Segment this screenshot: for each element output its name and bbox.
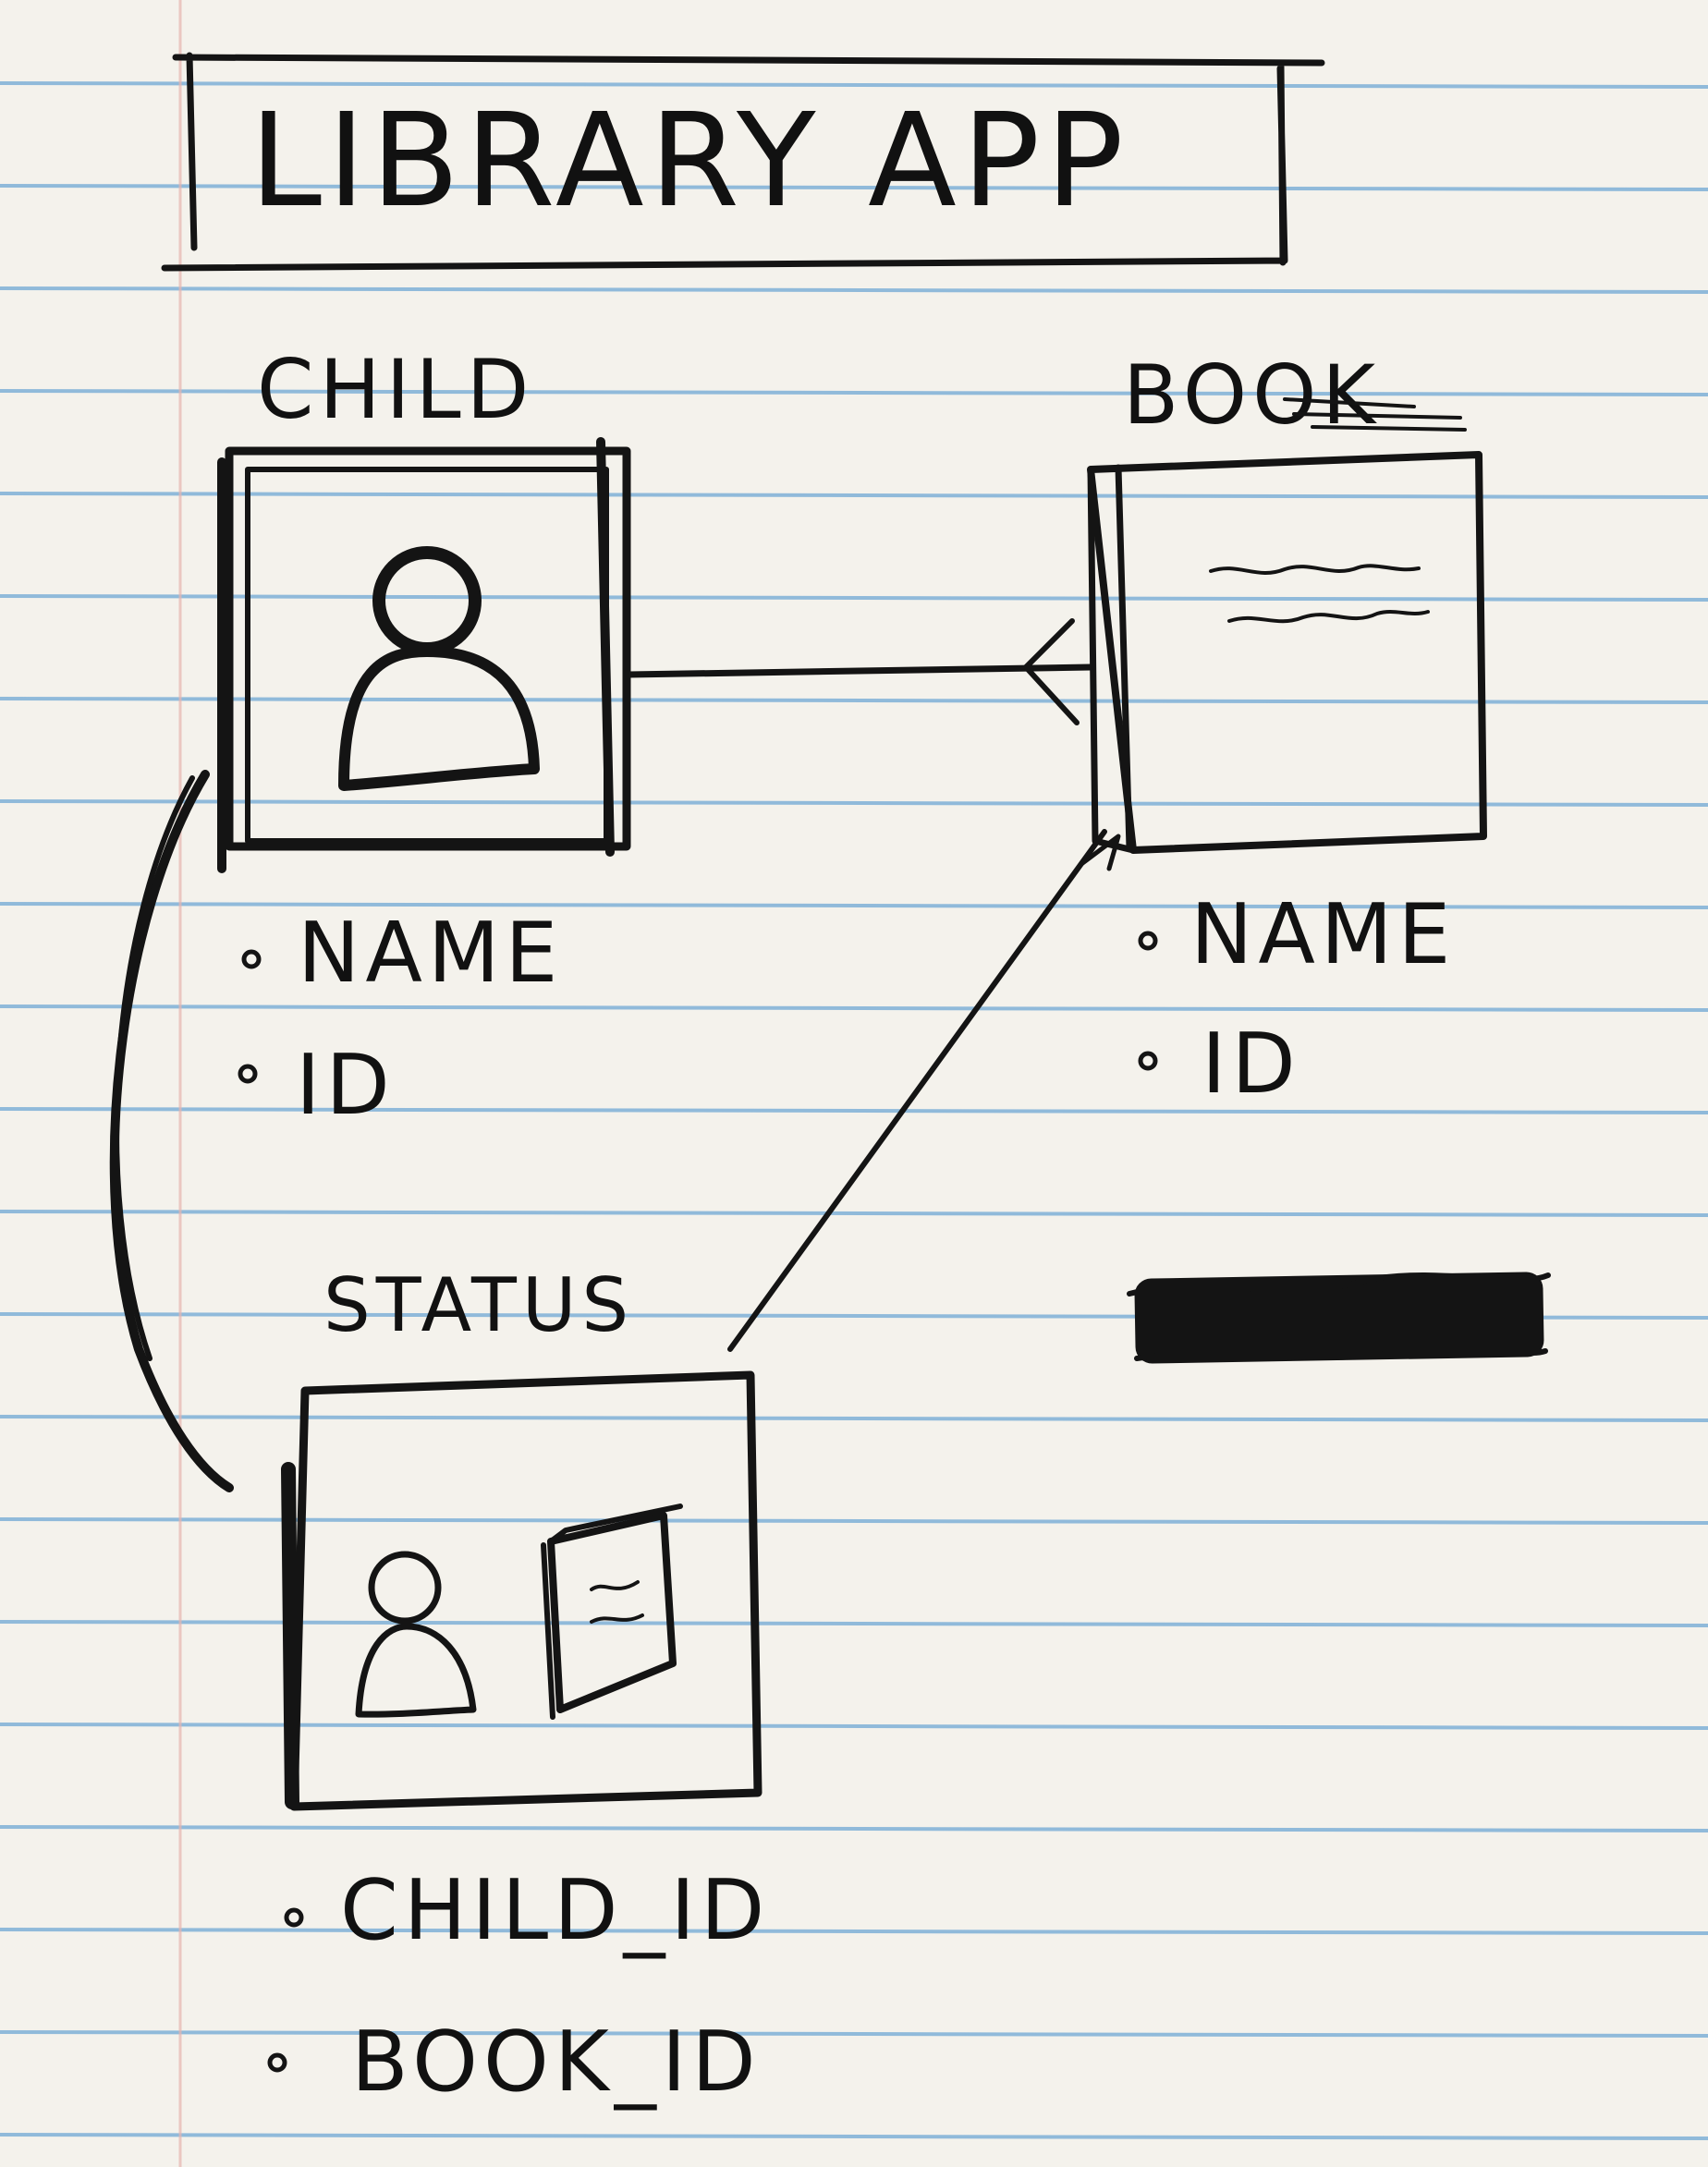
child-fields: NAME ID (238, 905, 563, 1134)
book-field-id: ID (1202, 1016, 1301, 1113)
book-entity: BOOK NAME ID (1087, 347, 1487, 1113)
rule-line (0, 81, 1708, 89)
rule-line (0, 2133, 1708, 2140)
status-label: STATUS (323, 1262, 634, 1348)
rule-line (0, 1107, 1708, 1114)
status-field-book-id: BOOK_ID (351, 2014, 762, 2111)
rule-line (0, 697, 1708, 704)
bullet-icon (241, 949, 262, 969)
rule-line (0, 1415, 1708, 1422)
redacted-scribble (1127, 1272, 1551, 1364)
status-field-child-id: CHILD_ID (340, 1862, 770, 1959)
child-field-id: ID (296, 1037, 396, 1134)
rule-line (0, 1825, 1708, 1832)
book-card (1087, 451, 1487, 854)
status-entity: STATUS CHILD_ID BOOK_ID (267, 1262, 770, 2111)
title-box: LIBRARY APP (161, 52, 1325, 272)
rule-line (0, 2030, 1708, 2038)
rule-line (0, 286, 1708, 294)
rule-line (0, 1723, 1708, 1730)
rule-line (0, 1004, 1708, 1012)
rule-line (0, 492, 1708, 499)
rule-line (0, 594, 1708, 602)
app-title: LIBRARY APP (250, 86, 1129, 237)
rule-line (0, 1620, 1708, 1627)
child-field-name: NAME (298, 905, 563, 1002)
rule-line (0, 902, 1708, 909)
rule-line (0, 389, 1708, 396)
bullet-icon (284, 1907, 304, 1928)
rule-line (0, 1928, 1708, 1935)
status-fields: CHILD_ID BOOK_ID (267, 1862, 770, 2111)
status-card (281, 1370, 762, 1811)
book-text-lines-icon (1209, 564, 1430, 624)
person-icon (355, 1551, 477, 1718)
relationship-status-child (109, 770, 234, 1492)
child-card (217, 437, 631, 873)
book-field-name: NAME (1190, 886, 1456, 983)
child-entity: CHILD NAME ID (217, 342, 631, 1134)
bullet-icon (267, 2052, 287, 2073)
bullet-icon (1138, 931, 1158, 951)
bullet-icon (238, 1064, 258, 1084)
book-icon (541, 1504, 683, 1720)
rule-line (0, 799, 1708, 807)
relationship-status-book (727, 829, 1121, 1352)
child-label: CHILD (257, 342, 534, 437)
relationship-book-child (625, 618, 1094, 725)
book-fields: NAME ID (1138, 886, 1456, 1113)
person-icon (338, 546, 540, 791)
rule-line (0, 1210, 1708, 1217)
bullet-icon (1138, 1051, 1158, 1071)
rule-line (0, 1517, 1708, 1525)
rule-line (0, 184, 1708, 191)
